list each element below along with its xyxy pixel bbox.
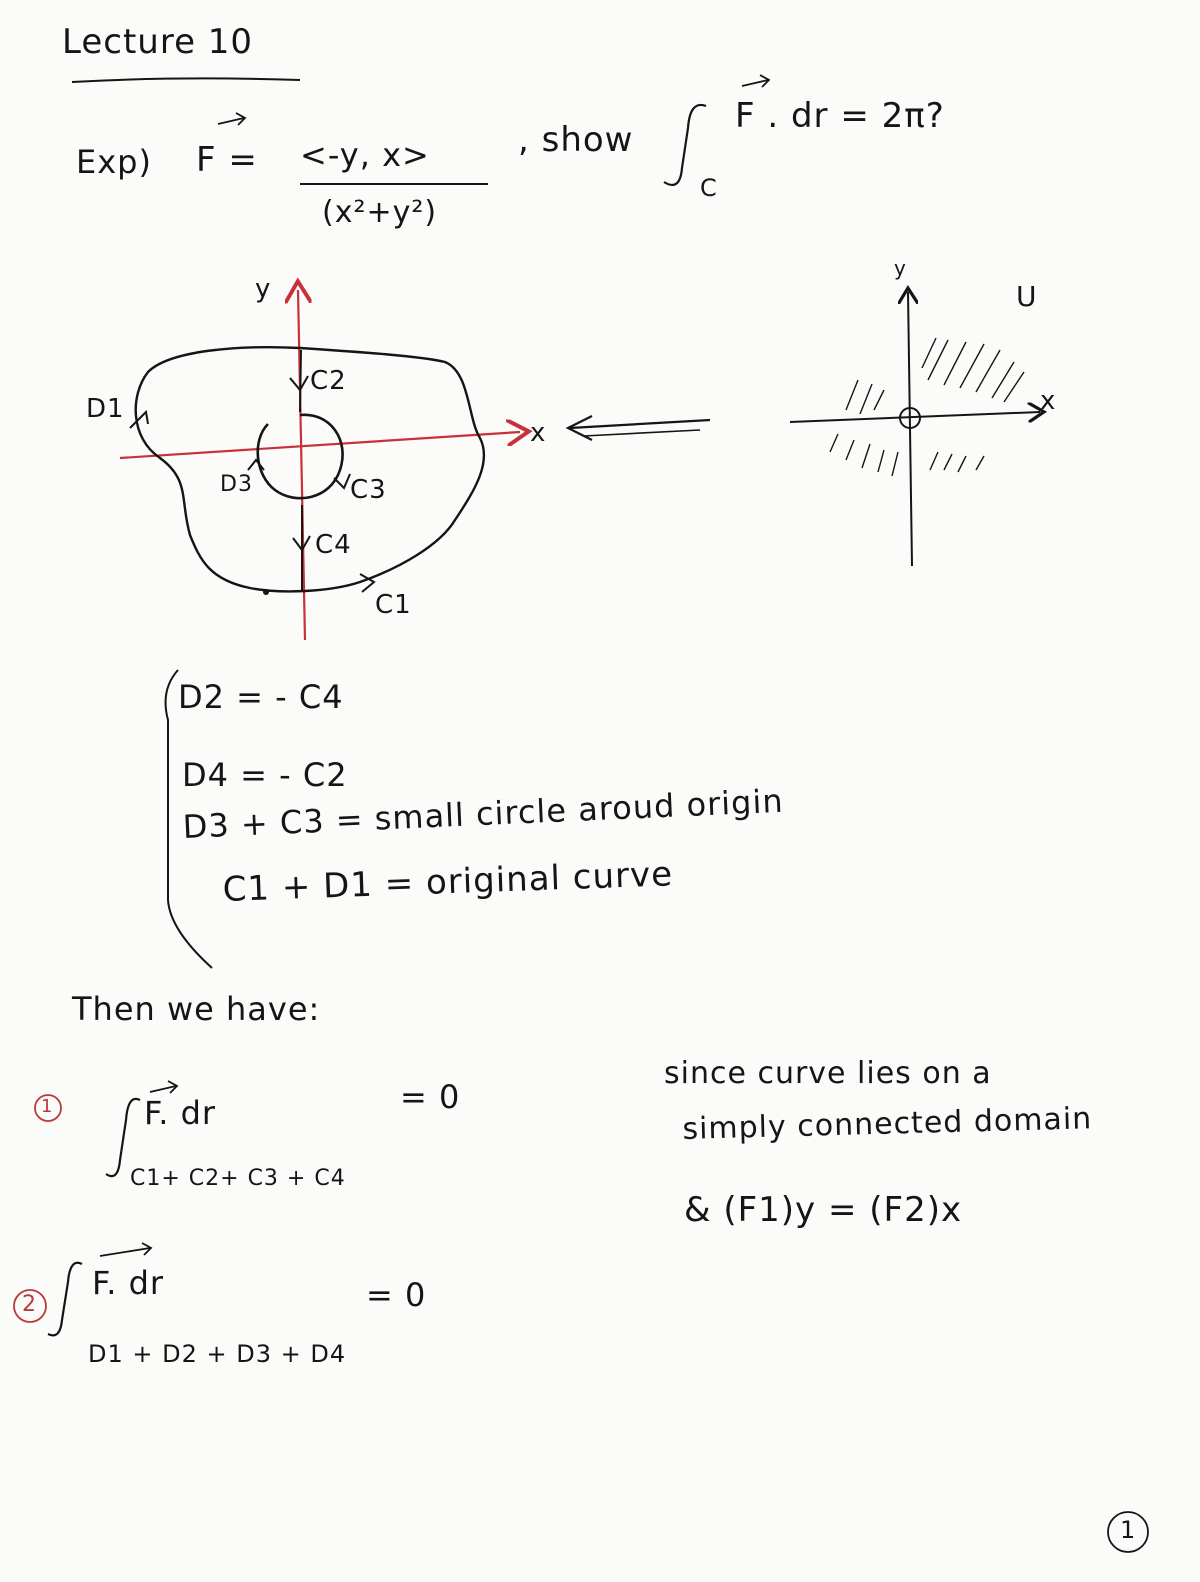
left-axis-x-label: x: [530, 418, 547, 448]
left-axis-y-label: y: [255, 274, 272, 304]
integral-sign-top: [663, 103, 707, 186]
field-denominator: (x²+y²): [322, 195, 438, 230]
lecture-title: Lecture 10: [62, 22, 254, 62]
c4-arrow: [292, 535, 311, 552]
d1-arrow: [129, 409, 149, 429]
reason-line-1: since curve lies on a: [664, 1056, 992, 1091]
reason-line-3: & (F1)y = (F2)x: [684, 1190, 963, 1230]
cut-c2: [299, 349, 302, 413]
circle-num-2: [13, 1289, 47, 1323]
vec-arrow-title: [217, 112, 247, 126]
then-text: Then we have:: [72, 990, 321, 1028]
c1-arrow: [359, 573, 376, 593]
label-c2: C2: [310, 366, 347, 396]
result-2-number: 2: [22, 1292, 37, 1317]
result-2-integrand: F. dr: [92, 1264, 165, 1302]
vec-arrow-1: [149, 1080, 179, 1094]
vec-arrow-integral: [741, 74, 771, 88]
field-lhs: F =: [196, 140, 258, 180]
result-1-equals: = 0: [400, 1078, 461, 1116]
result-2-equals: = 0: [366, 1276, 427, 1314]
relation-1: D2 = - C4: [178, 678, 344, 716]
label-c3: C3: [350, 475, 387, 505]
origin-hole: [899, 407, 921, 429]
label-c1: C1: [375, 590, 412, 620]
label-d1: D1: [86, 394, 125, 424]
left-axes: [119, 290, 520, 641]
integral-sign-1: [105, 1097, 141, 1178]
result-1-path: C1+ C2+ C3 + C4: [130, 1166, 346, 1191]
right-axes: [789, 292, 1040, 567]
page-number-circle: [1107, 1511, 1149, 1553]
relations-brace: [164, 669, 213, 969]
result-1-integrand: F. dr: [144, 1094, 217, 1132]
domain-hatching: [829, 337, 1025, 477]
page-number: 1: [1120, 1516, 1137, 1544]
circle-num-1: [34, 1094, 62, 1122]
right-axis-y-label: y: [894, 256, 907, 280]
transform-arrow: [565, 415, 711, 441]
outer-curve: [134, 346, 486, 593]
relation-2: D4 = - C2: [182, 756, 348, 794]
example-prefix: Exp): [76, 143, 152, 181]
result-2-path: D1 + D2 + D3 + D4: [88, 1340, 347, 1368]
inner-circle: [256, 413, 344, 500]
c2-arrow: [289, 375, 309, 392]
d3-arrow: [247, 458, 265, 471]
vec-arrow-2: [99, 1242, 153, 1257]
integral-subscript: C: [700, 174, 718, 202]
label-c4: C4: [315, 530, 352, 560]
label-d3: D3: [220, 472, 253, 497]
result-1-number: 1: [41, 1096, 54, 1117]
integral-sign-2: [47, 1261, 83, 1337]
region-u-label: U: [1016, 280, 1038, 313]
show-word: , show: [518, 120, 634, 160]
integral-expression: F . dr = 2π?: [735, 96, 945, 136]
curve-dot: [263, 589, 269, 595]
c3-arrow: [333, 473, 351, 490]
field-numerator: <-y, x>: [300, 136, 430, 174]
